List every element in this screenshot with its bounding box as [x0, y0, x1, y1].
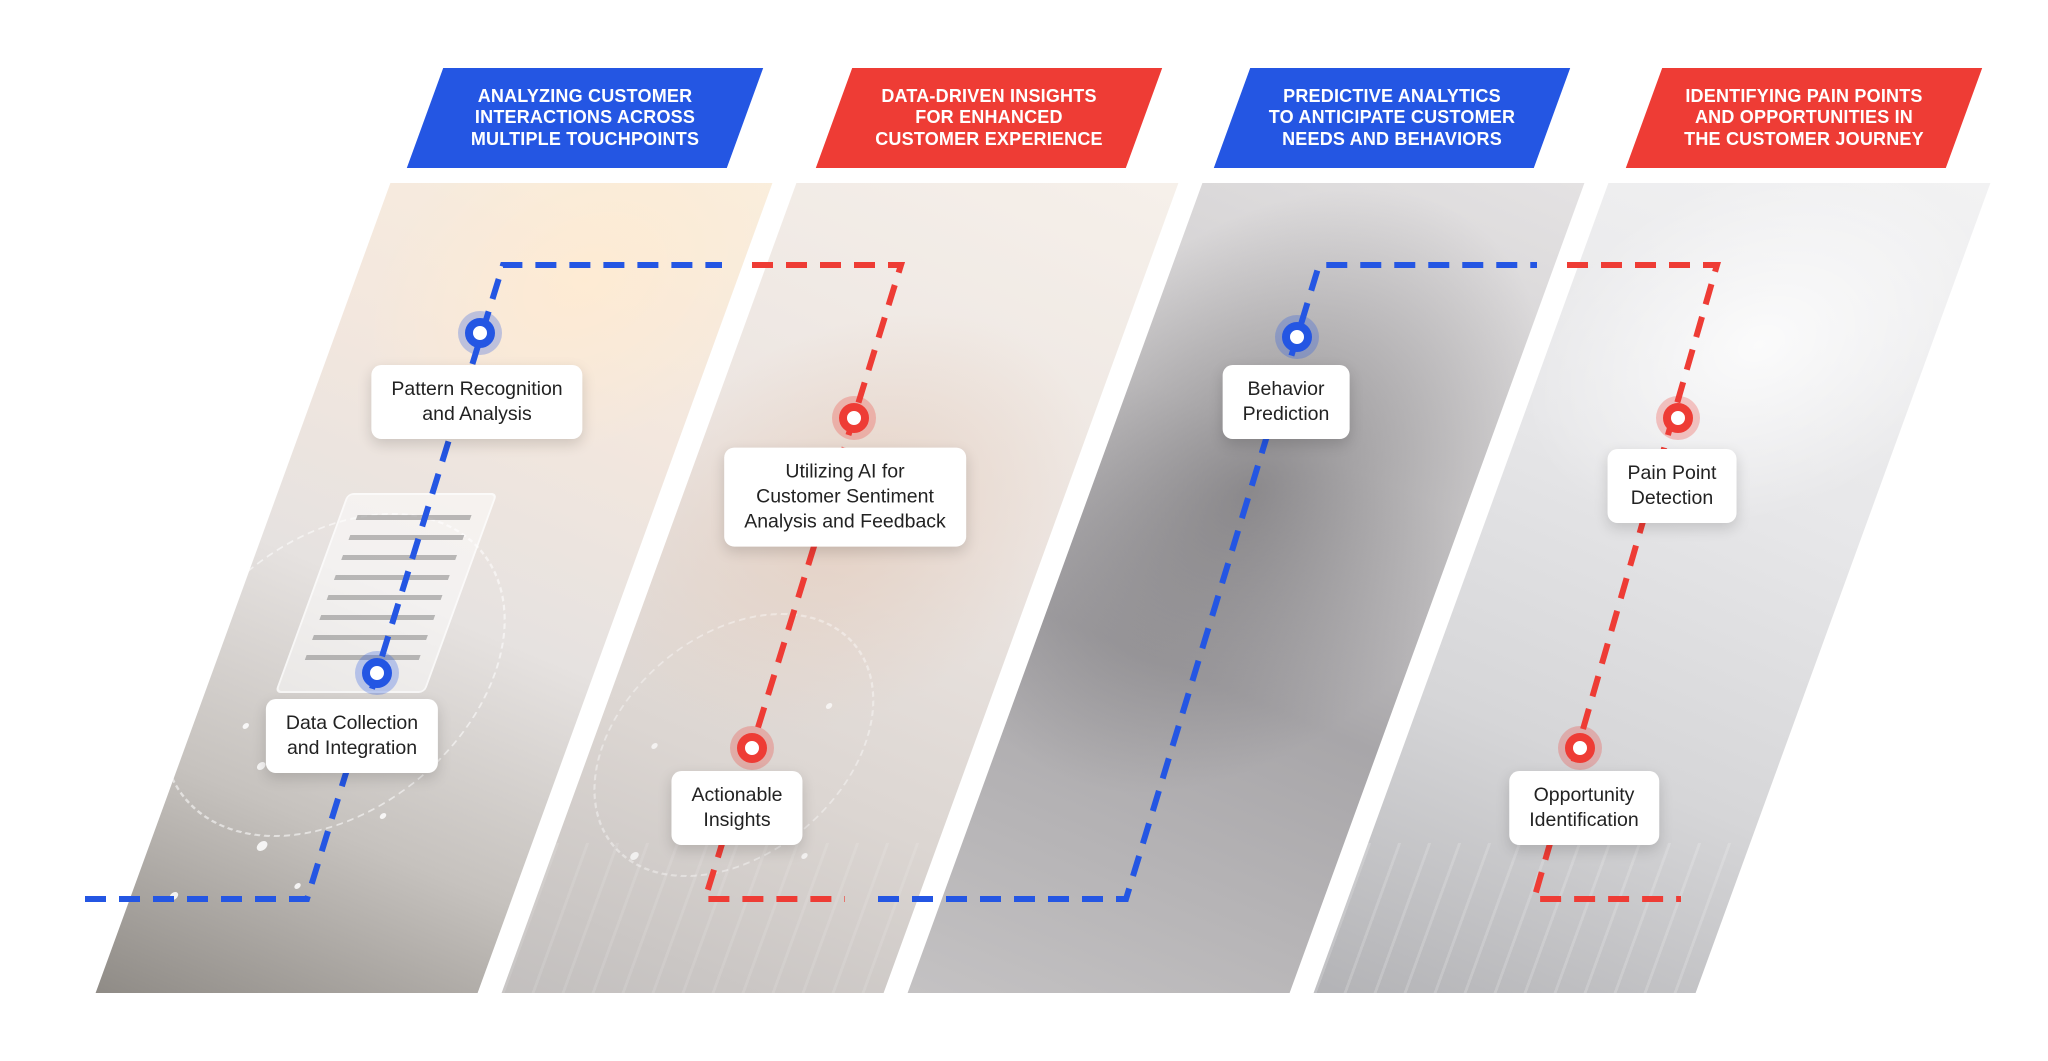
node-pain-point: [1663, 403, 1693, 433]
label-pattern-recognition: Pattern Recognition and Analysis: [371, 365, 583, 439]
flow-path-red-1: [700, 262, 906, 902]
flow-path-red-2: [1530, 262, 1721, 902]
node-data-collection: [362, 658, 392, 688]
label-opportunity: Opportunity Identification: [1509, 771, 1659, 845]
banner-text: DATA-DRIVEN INSIGHTS FOR ENHANCED CUSTOM…: [875, 85, 1103, 149]
node-ai-sentiment: [839, 403, 869, 433]
banner-analyzing-interactions: ANALYZING CUSTOMER INTERACTIONS ACROSS M…: [425, 68, 745, 168]
banner-identifying-pain-points: IDENTIFYING PAIN POINTS AND OPPORTUNITIE…: [1644, 68, 1964, 168]
node-actionable-insights: [737, 733, 767, 763]
label-behavior-prediction: Behavior Prediction: [1222, 365, 1350, 439]
flow-path-blue-1: [85, 262, 722, 902]
label-data-collection: Data Collection and Integration: [265, 699, 439, 773]
banner-predictive-analytics: PREDICTIVE ANALYTICS TO ANTICIPATE CUSTO…: [1232, 68, 1552, 168]
banner-data-driven-insights: DATA-DRIVEN INSIGHTS FOR ENHANCED CUSTOM…: [834, 68, 1144, 168]
node-behavior-prediction: [1282, 322, 1312, 352]
banner-text: PREDICTIVE ANALYTICS TO ANTICIPATE CUSTO…: [1268, 85, 1516, 149]
label-pain-point: Pain Point Detection: [1607, 449, 1737, 523]
banner-text: ANALYZING CUSTOMER INTERACTIONS ACROSS M…: [470, 85, 700, 149]
label-ai-sentiment: Utilizing AI for Customer Sentiment Anal…: [724, 447, 966, 547]
label-actionable-insights: Actionable Insights: [671, 771, 803, 845]
banner-text: IDENTIFYING PAIN POINTS AND OPPORTUNITIE…: [1684, 85, 1924, 149]
flow-path-blue-2: [878, 262, 1537, 902]
node-opportunity: [1565, 733, 1595, 763]
node-pattern-recognition: [465, 318, 495, 348]
